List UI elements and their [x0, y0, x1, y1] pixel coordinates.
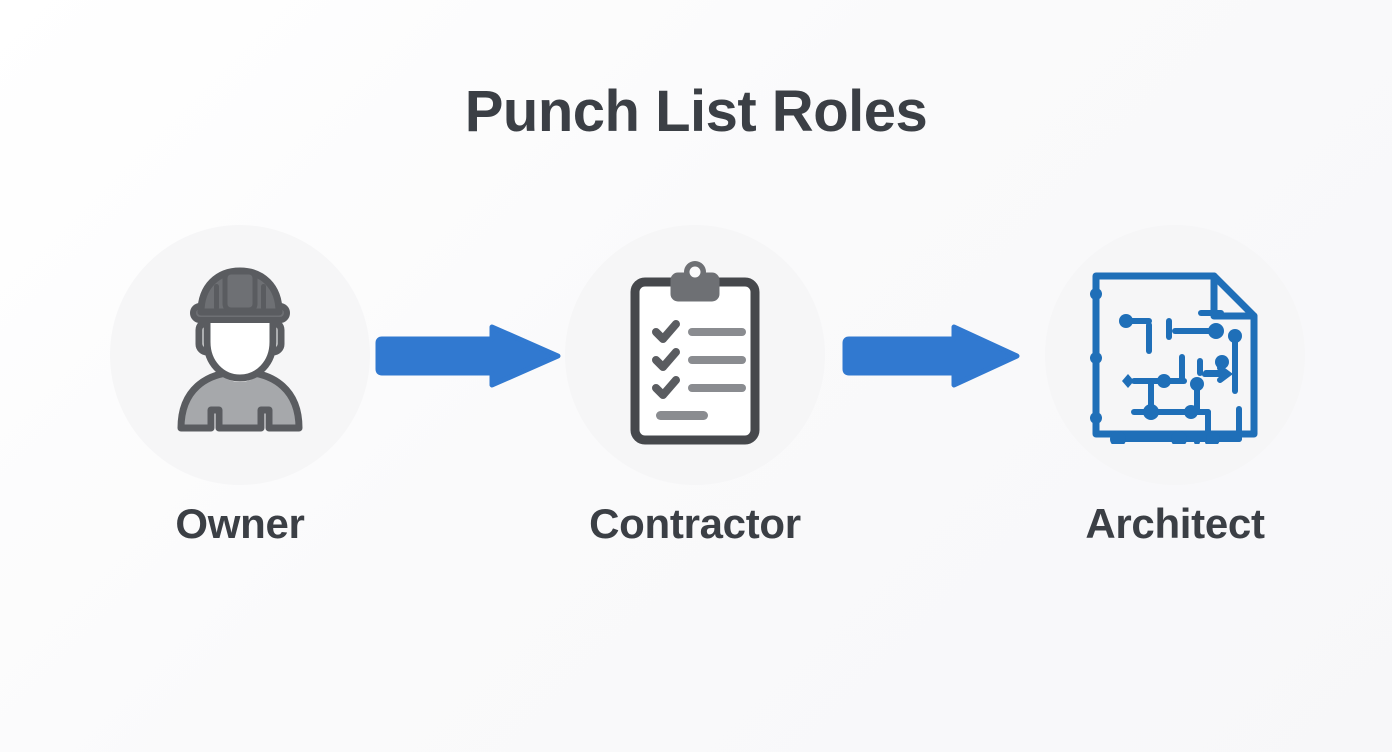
flow-node-contractor[interactable]: Contractor [565, 225, 825, 545]
flow-node-owner[interactable]: Owner [110, 225, 370, 545]
icon-disc-owner [110, 225, 370, 485]
arrow-contractor-to-architect [841, 324, 1021, 388]
flow-node-label-owner: Owner [175, 500, 305, 547]
blueprint-floorplan-icon [1090, 272, 1258, 444]
flow-node-label-architect: Architect [1085, 500, 1265, 547]
flow-node-label-contractor: Contractor [589, 500, 801, 547]
role-flow: Owner [0, 225, 1392, 585]
icon-disc-architect [1045, 225, 1305, 485]
flow-node-architect[interactable]: Architect [1045, 225, 1305, 545]
page-title: Punch List Roles [464, 79, 928, 144]
clipboard-checklist-icon [630, 261, 760, 445]
hard-hat-worker-icon [177, 267, 303, 432]
icon-disc-contractor [565, 225, 825, 485]
arrow-owner-to-contractor [374, 324, 562, 388]
